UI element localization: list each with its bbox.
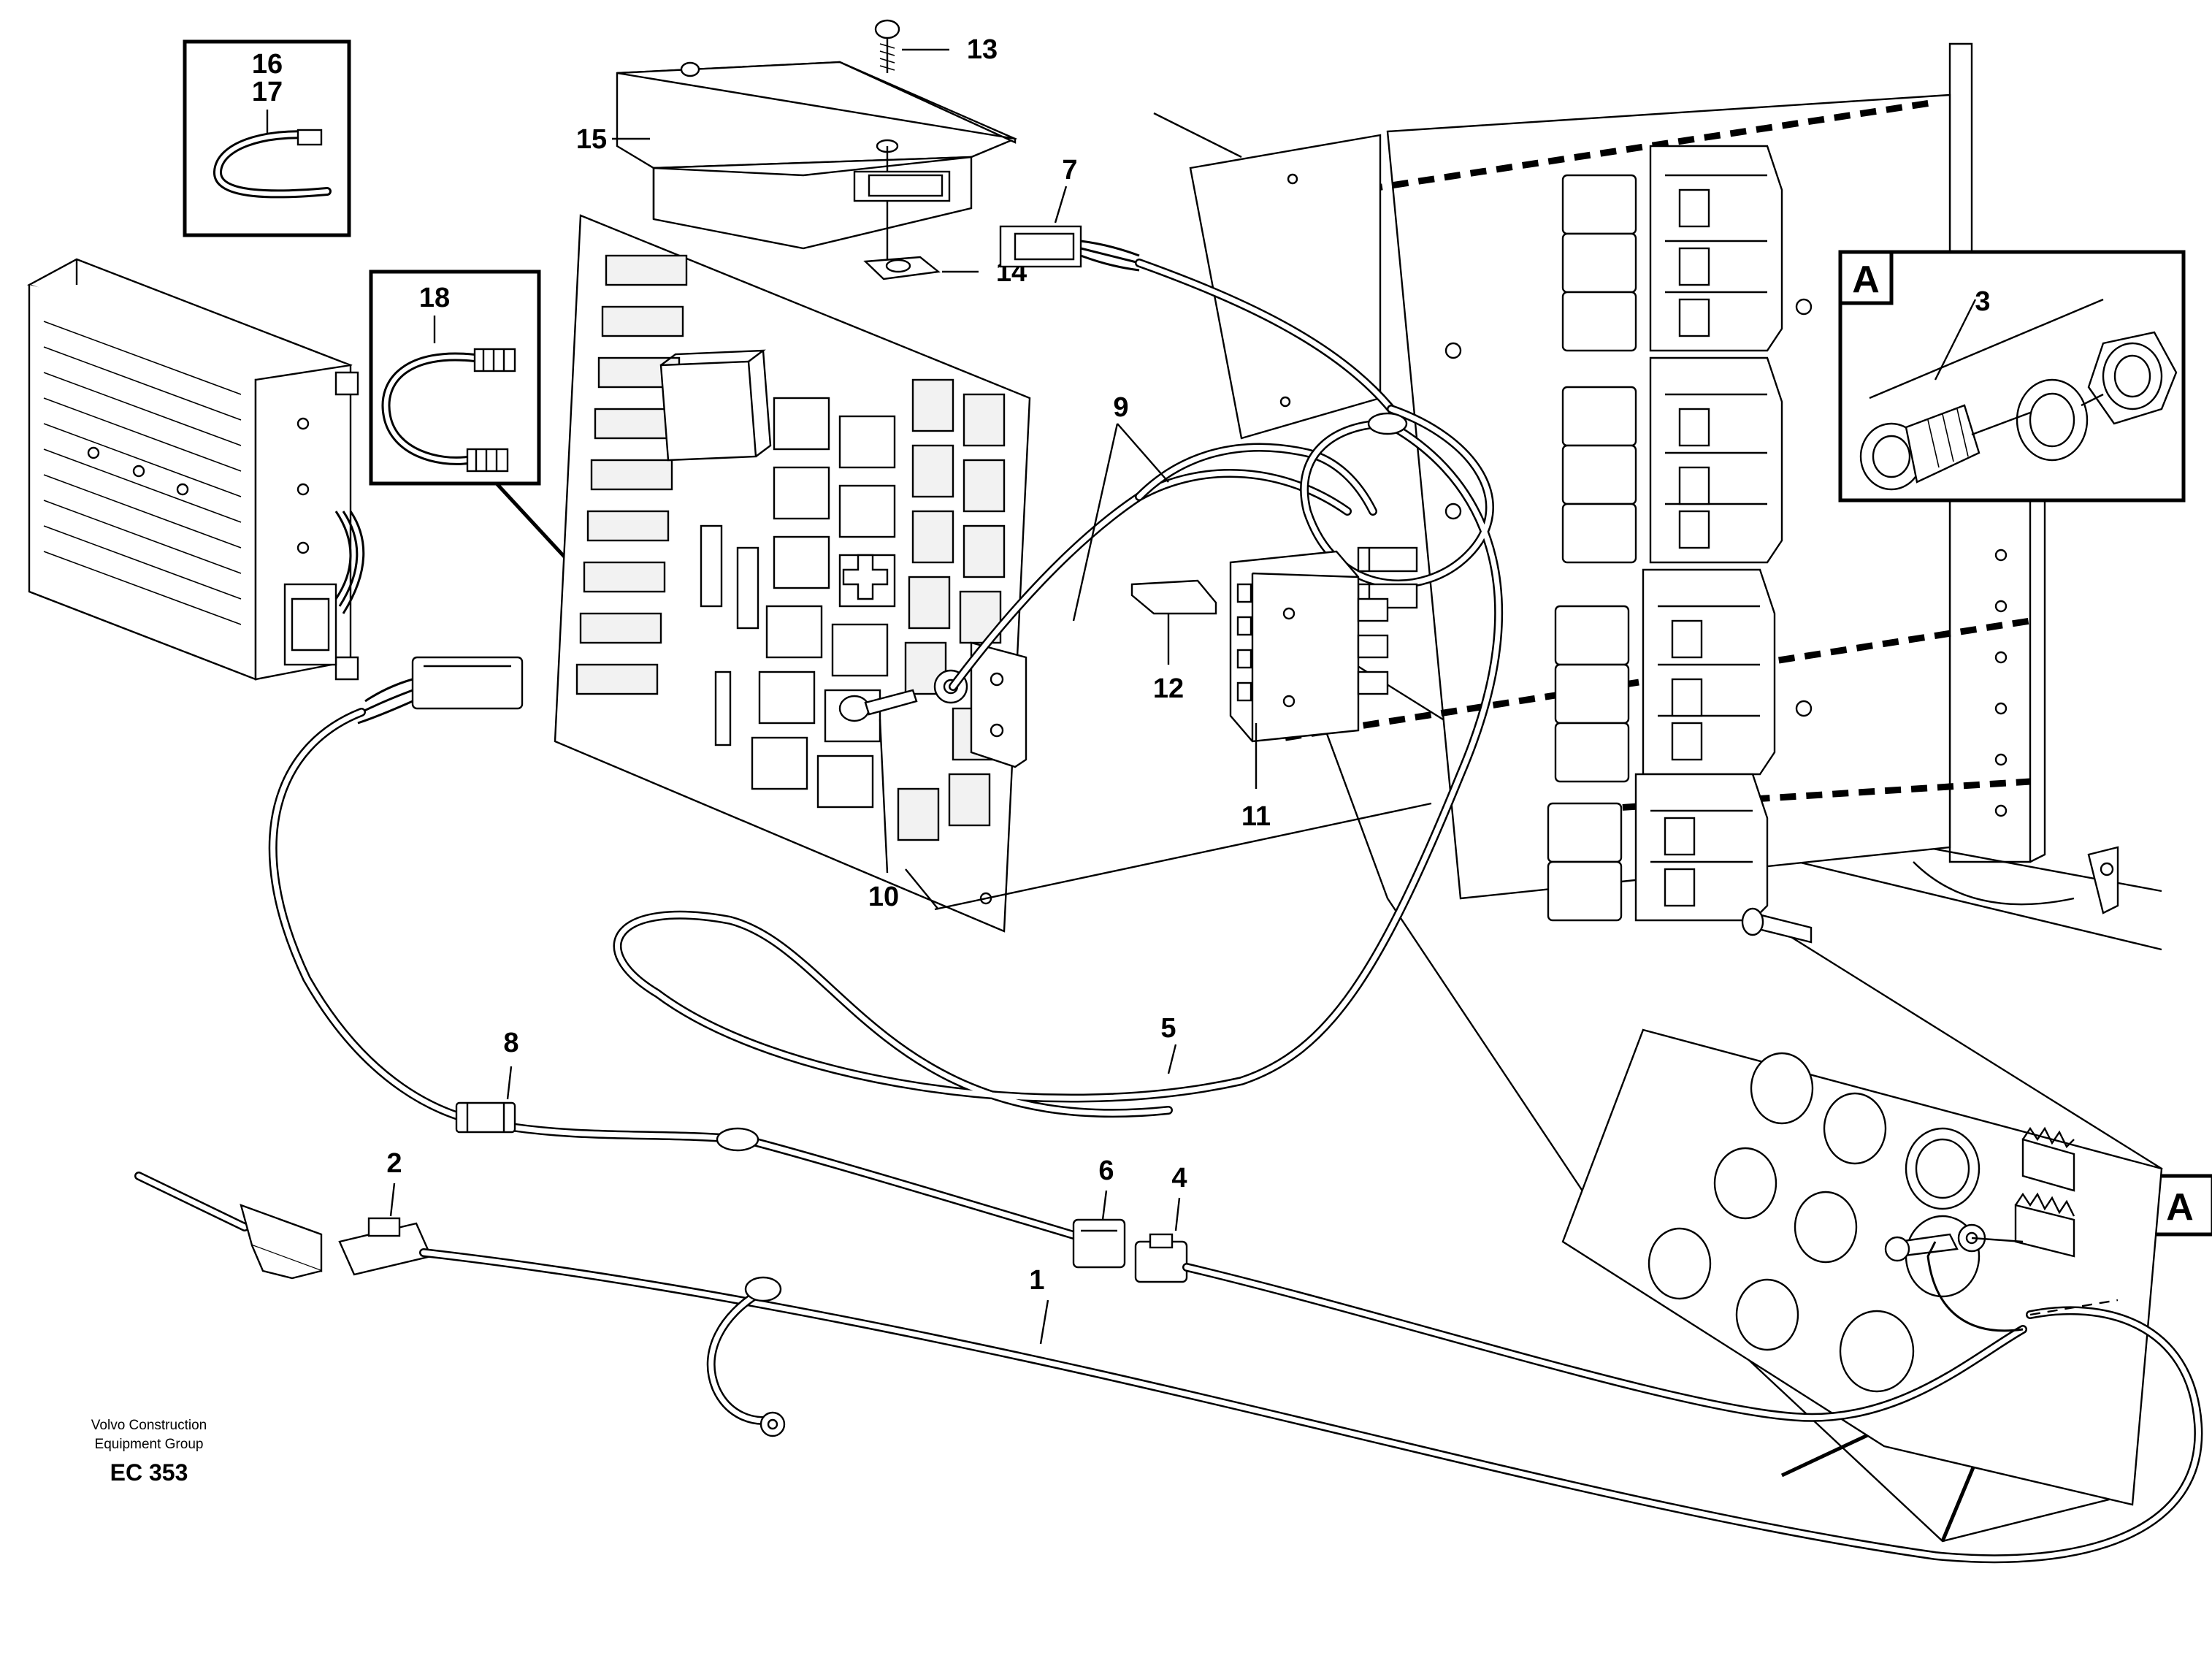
credit-block: Volvo Construction Equipment Group EC 35… [91,1418,207,1486]
callout-7: 7 [1062,155,1077,186]
credit-line-1: Volvo Construction [91,1418,207,1433]
callout-9: 9 [1113,392,1128,423]
detail-box-label: A [1852,259,1880,301]
detail-box-adapter: 18 [369,270,571,564]
callout-a-label: A [2166,1186,2194,1229]
harness-7: 7 [999,155,1396,413]
credit-line-2: Equipment Group [95,1437,204,1452]
detail-box-a: A 3 [1838,250,2186,503]
harness-1-2-4: 2 1 4 [134,1148,2203,1564]
callout-2: 2 [386,1148,402,1179]
relay-rows [1547,145,1783,922]
callout-10: 10 [868,882,899,912]
callout-6: 6 [1098,1155,1114,1186]
control-unit [27,258,365,681]
callout-13: 13 [967,34,998,65]
figure-code: EC 353 [110,1459,188,1486]
mounting-bracket-panel [1153,112,1382,440]
callout-15: 15 [576,124,607,155]
harness-8: 8 6 [268,656,1126,1269]
harness-5-9: 9 5 [613,392,1504,1118]
terminal-block-11: 11 12 [1130,550,1389,832]
circuit-board: 10 [554,214,1432,933]
cabinet-side-panel [1561,1028,2163,1506]
callout-3: 3 [1975,286,1990,317]
callout-8: 8 [503,1028,518,1058]
callout-5: 5 [1160,1013,1176,1044]
module-15: 13 14 15 [576,19,1027,288]
callout-18: 18 [419,283,450,313]
callout-12: 12 [1153,673,1184,704]
callout-11: 11 [1241,801,1271,832]
callout-17: 17 [252,77,283,107]
callout-4: 4 [1171,1163,1187,1193]
callout-16: 16 [252,49,283,80]
callout-1: 1 [1029,1265,1044,1296]
detail-box-cable-tie: 16 17 [183,39,351,237]
